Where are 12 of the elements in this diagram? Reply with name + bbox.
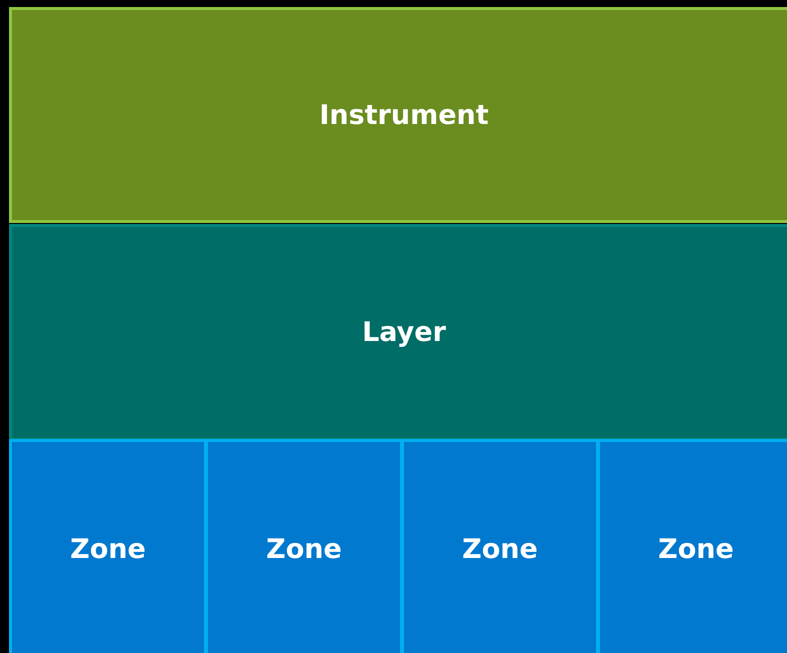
band-label: Layer (362, 317, 446, 348)
band-label: Zone (70, 534, 146, 564)
band-label: Zone (462, 534, 538, 564)
band-label: Zone (266, 534, 342, 564)
band-label: Zone (658, 534, 734, 564)
zone-box (205, 439, 403, 653)
zone-box (9, 439, 207, 653)
layer-band (9, 224, 787, 441)
band-label: Instrument (319, 100, 489, 130)
instrument-band (9, 7, 787, 223)
zone-box (401, 439, 599, 653)
zone-box (597, 439, 787, 653)
